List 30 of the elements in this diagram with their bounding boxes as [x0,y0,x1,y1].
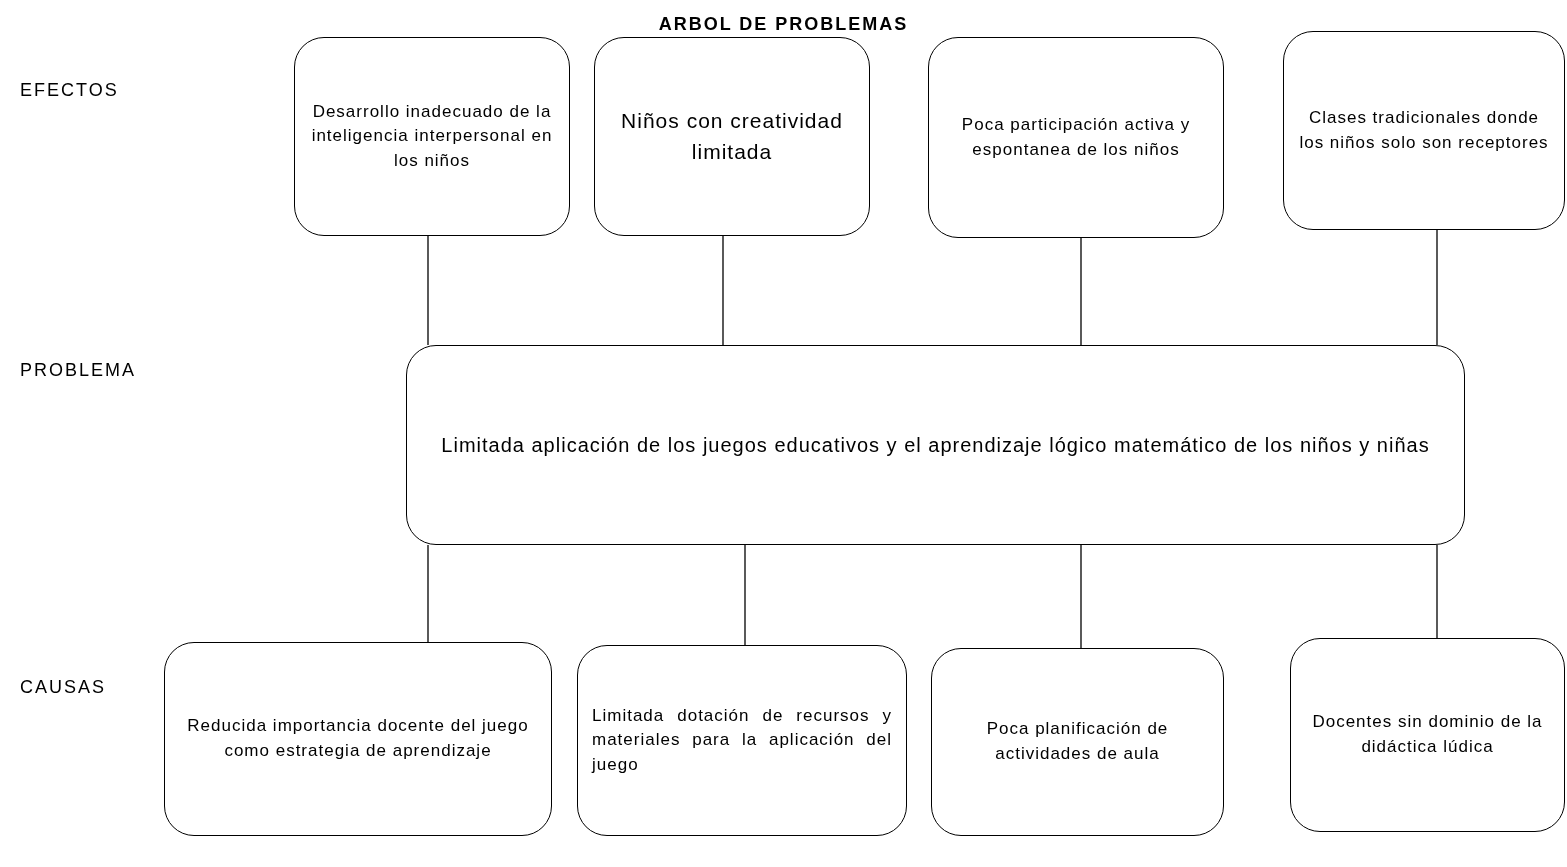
effect-box [1283,31,1565,230]
node-text: Reducida importancia docente del juego como estrategia de aprendizaje [186,715,530,762]
node-text: Poca planificación de actividades de aula [985,718,1170,765]
connector-line [744,544,746,646]
connector-line [1436,229,1438,346]
problem-box [406,345,1465,545]
connector-line [1080,544,1082,649]
row-label: EFECTOS [20,80,119,101]
effect-box [294,37,570,236]
node-text: Niños con creatividad limitada [620,108,844,165]
cause-box [164,642,552,836]
row-label: PROBLEMA [20,360,137,381]
connector-line [722,235,724,346]
node-text: Limitada dotación de recursos y materiales para la aplicación del juego [592,704,892,776]
connector-line [427,235,429,346]
node-text: Poca participación activa y espontanea de los niños [960,113,1192,161]
cause-box [1290,638,1565,832]
diagram-title: ARBOL DE PROBLEMAS [657,14,910,35]
connector-line [1436,544,1438,639]
effect-box [594,37,870,236]
node-text: Clases tradicionales donde los niños solo son receptores [1298,106,1550,154]
node-text: Limitada aplicación de los juegos educativos y el aprendizaje lógico matemático de los niños y niñas [441,432,1430,458]
cause-box [931,648,1224,836]
connector-line [427,544,429,643]
row-label: CAUSAS [20,677,107,698]
effect-box [928,37,1224,238]
cause-box [577,645,907,836]
node-text: Docentes sin dominio de la didáctica lúdica [1311,711,1544,758]
node-text: Desarrollo inadecuado de la inteligencia interpersonal en los niños [310,100,554,172]
connector-line [1080,237,1082,346]
